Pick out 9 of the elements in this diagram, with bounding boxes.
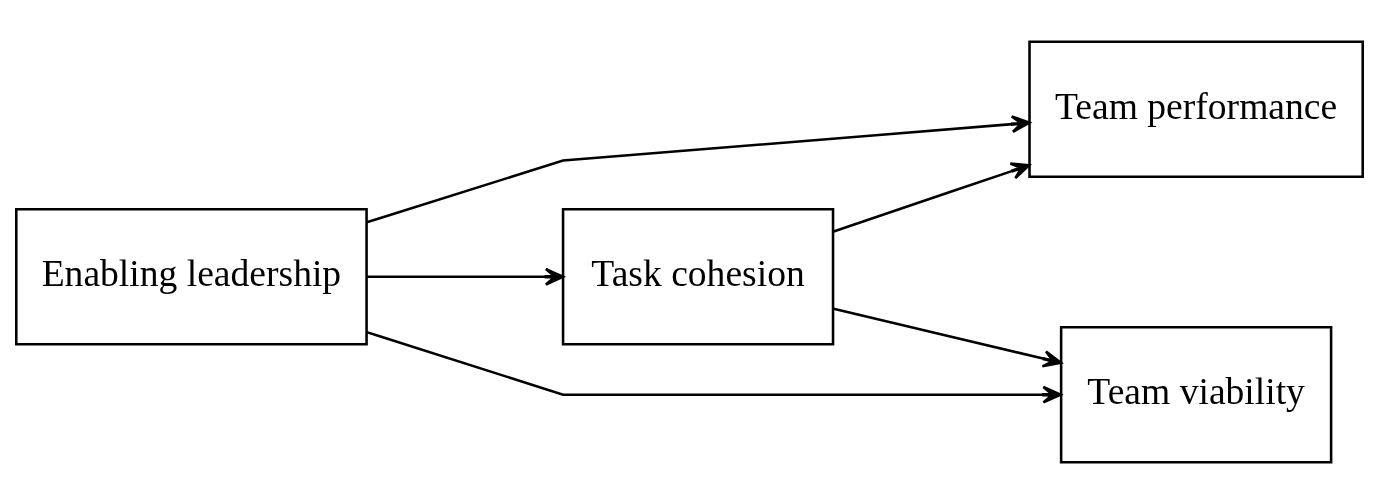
node-box: Team viability	[1059, 325, 1333, 464]
arrow	[833, 307, 1063, 368]
arrow	[367, 267, 565, 286]
node-box: Enabling leadership	[15, 208, 368, 346]
node-box: Task cohesion	[561, 208, 835, 346]
arrow	[366, 115, 1031, 224]
node-box: Team performance	[1028, 40, 1364, 179]
arrow	[366, 330, 1062, 404]
arrow	[833, 162, 1031, 233]
